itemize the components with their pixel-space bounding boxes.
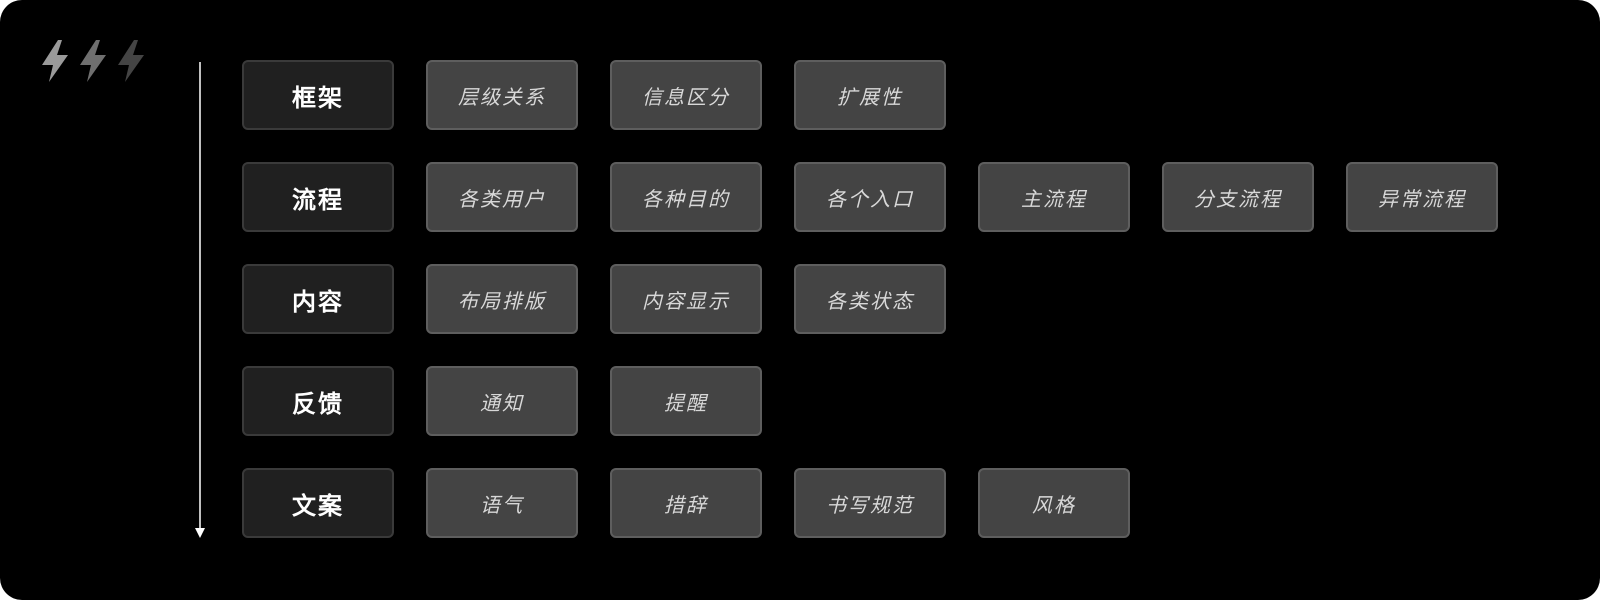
category-label: 框架 [242,60,394,130]
item-tile: 通知 [426,366,578,436]
item-tile: 内容显示 [610,264,762,334]
item-tile: 布局排版 [426,264,578,334]
category-label: 内容 [242,264,394,334]
category-label: 流程 [242,162,394,232]
item-tile: 异常流程 [1346,162,1498,232]
lightning-bolt-icon [42,40,68,82]
category-label: 反馈 [242,366,394,436]
item-tile: 扩展性 [794,60,946,130]
item-tile: 提醒 [610,366,762,436]
item-tile: 分支流程 [1162,162,1314,232]
item-tile: 语气 [426,468,578,538]
item-tile: 措辞 [610,468,762,538]
item-tile: 各类用户 [426,162,578,232]
item-tile: 各个入口 [794,162,946,232]
item-tile: 各类状态 [794,264,946,334]
item-tile: 书写规范 [794,468,946,538]
item-tile: 主流程 [978,162,1130,232]
flow-direction-arrow [195,62,205,538]
lightning-bolt-icon [80,40,106,82]
item-tile: 信息区分 [610,60,762,130]
item-tile: 风格 [978,468,1130,538]
bolt-group [36,38,150,84]
category-label: 文案 [242,468,394,538]
item-tile: 层级关系 [426,60,578,130]
lightning-bolt-icon [118,40,144,82]
item-tile: 各种目的 [610,162,762,232]
